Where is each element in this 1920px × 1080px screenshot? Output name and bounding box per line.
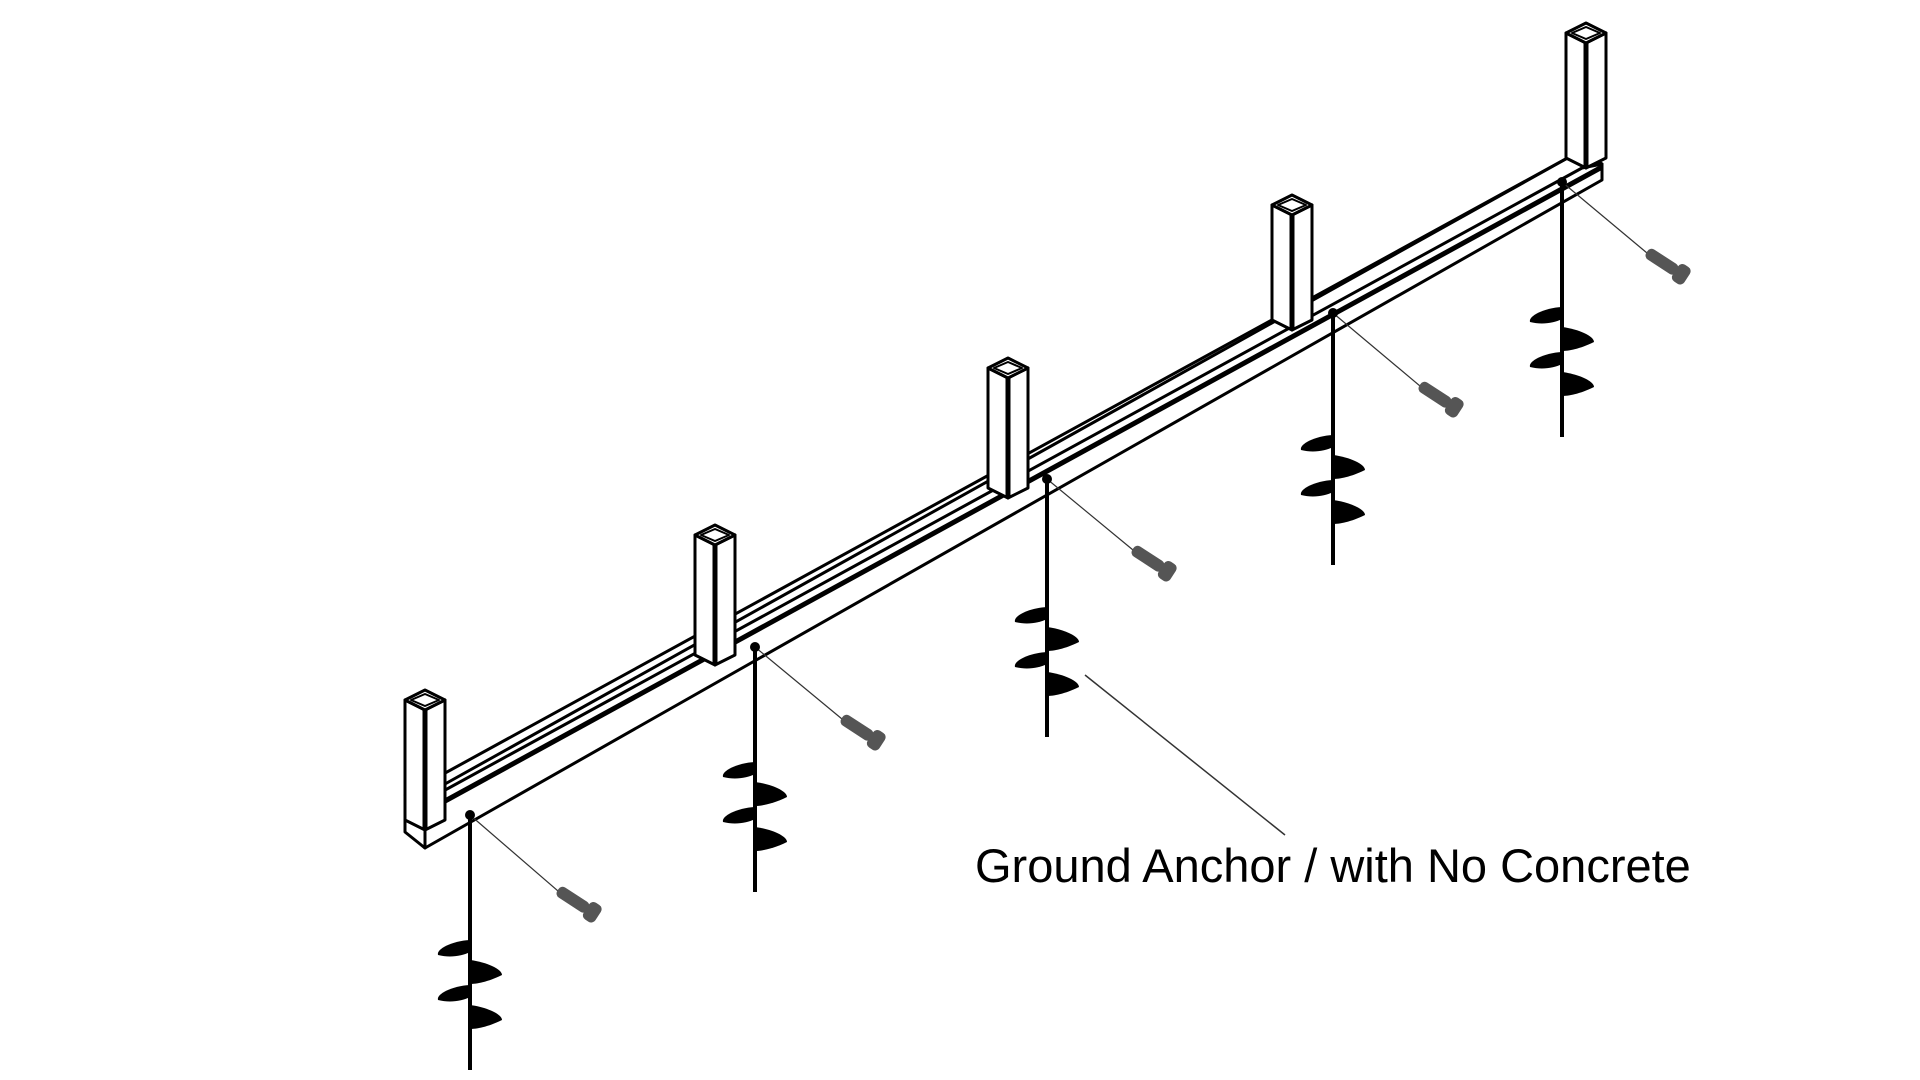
anchor-4 [1300, 308, 1365, 565]
bolt-leader-line [754, 646, 843, 720]
diagram-caption: Ground Anchor / with No Concrete [975, 839, 1691, 892]
bolt-leader-line [1561, 181, 1648, 254]
post-2 [693, 523, 737, 667]
bolt-4 [1418, 381, 1464, 418]
bolt-leader-line [469, 814, 559, 892]
post-5 [1564, 21, 1608, 170]
bolt-3 [1131, 545, 1177, 582]
caption-leader-line [1084, 674, 1286, 836]
bolt-1 [556, 886, 602, 923]
anchor-2 [722, 642, 787, 892]
bolt-leader-line [1332, 312, 1421, 387]
bolt-leader-line [1046, 478, 1134, 551]
anchor-1 [437, 810, 502, 1070]
anchor-5 [1529, 177, 1594, 437]
bolt-5 [1645, 248, 1691, 285]
anchor-3 [1014, 474, 1079, 737]
bottom-rail [403, 148, 1604, 850]
post-3 [986, 356, 1030, 500]
post-4 [1270, 193, 1314, 332]
post-1 [403, 688, 447, 832]
bolt-2 [840, 714, 886, 751]
